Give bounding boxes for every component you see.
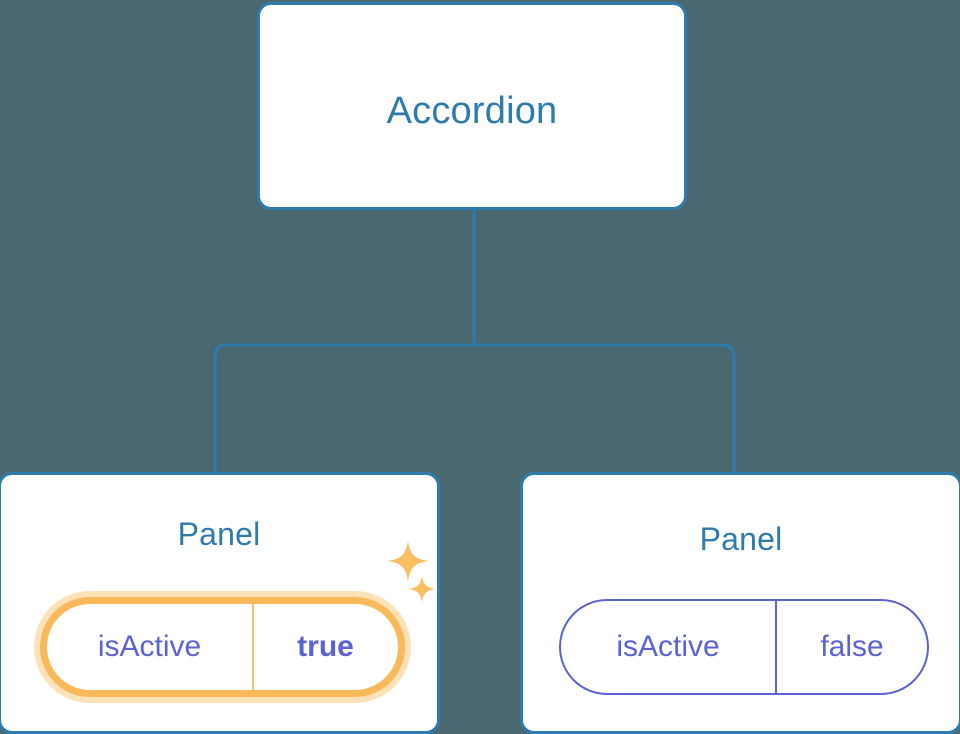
prop-pill-left-highlight-ring: isActive true <box>40 597 405 697</box>
node-accordion[interactable]: Accordion <box>257 2 687 210</box>
node-accordion-label: Accordion <box>386 90 558 132</box>
prop-key-right: isActive <box>616 630 720 663</box>
prop-pill-left-highlight-halo: isActive true <box>34 591 411 703</box>
node-panel-right[interactable]: Panel isActive false <box>520 472 960 734</box>
prop-key-cell-right: isActive <box>561 601 775 693</box>
prop-value-cell-right: false <box>775 601 927 693</box>
prop-key-left: isActive <box>97 630 202 663</box>
prop-value-right: false <box>820 630 884 663</box>
prop-pill-left[interactable]: isActive true <box>47 604 398 690</box>
node-panel-right-label: Panel <box>699 521 783 557</box>
prop-value-cell-left: true <box>252 604 397 690</box>
connector-branch-bus <box>213 343 736 472</box>
node-panel-left-label: Panel <box>177 516 261 552</box>
prop-pill-right[interactable]: isActive false <box>559 599 929 695</box>
prop-key-cell-left: isActive <box>47 604 252 690</box>
node-panel-left[interactable]: Panel isActive true <box>0 472 440 734</box>
prop-value-left: true <box>297 630 354 663</box>
